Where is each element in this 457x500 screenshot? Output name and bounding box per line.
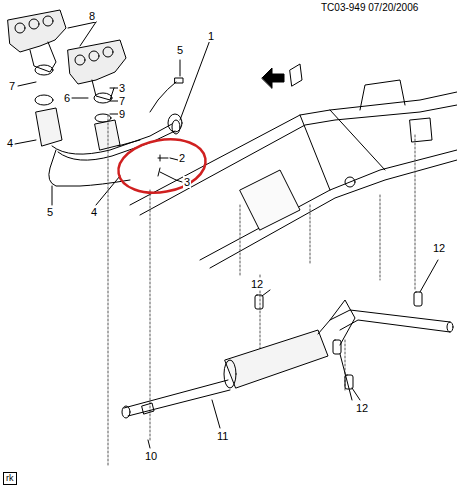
callout-number: 12 — [432, 242, 446, 254]
doc-number: TC03-949 07/20/2006 — [320, 2, 419, 14]
callout-number: 4 — [6, 137, 14, 149]
callout-number: 1 — [207, 30, 215, 42]
callout-number: 7 — [8, 80, 16, 92]
callout-number: 2 — [178, 152, 186, 164]
callout-number: 4 — [90, 206, 98, 218]
callout-number: 3 — [183, 176, 191, 188]
callout-number: 5 — [46, 206, 54, 218]
callout-number: 5 — [176, 44, 184, 56]
callout-number: 8 — [88, 10, 96, 22]
callout-number: 12 — [250, 278, 264, 290]
callout-number: 10 — [144, 450, 158, 462]
callout-number: 9 — [118, 108, 126, 120]
corner-mark: rk — [3, 472, 17, 485]
callout-number: 6 — [63, 92, 71, 104]
callout-number: 12 — [355, 402, 369, 414]
callout-number: 3 — [118, 82, 126, 94]
callout-number: 11 — [216, 430, 229, 442]
callout-number: 7 — [118, 95, 126, 107]
